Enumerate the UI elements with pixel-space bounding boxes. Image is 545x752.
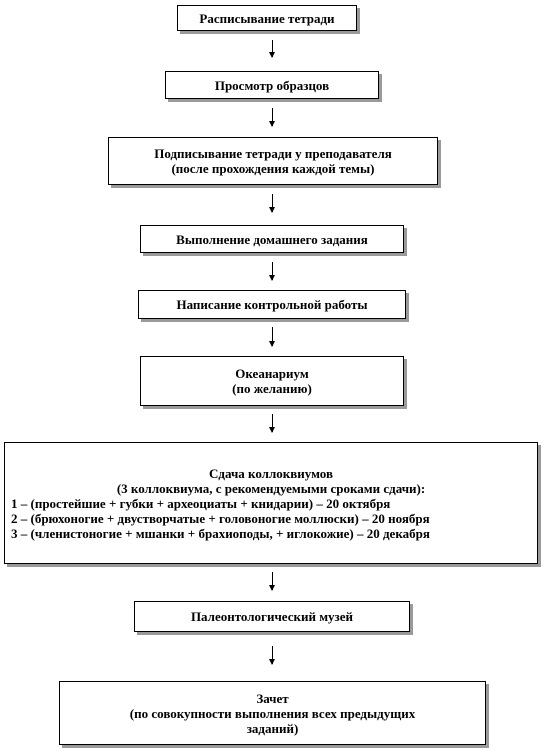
step-label: Расписывание тетради (199, 10, 335, 26)
step-label-note-cont: заданий) (246, 720, 299, 736)
step-box-teacher-signature: Подписывание тетради у преподавателя (по… (108, 137, 438, 185)
step-label-main: Подписывание тетради у преподавателя (154, 146, 392, 161)
step-box-homework: Выполнение домашнего задания (140, 225, 404, 253)
step-box-test-paper: Написание контрольной работы (138, 290, 406, 319)
step-label-note: (по желанию) (232, 381, 312, 396)
step-box-paleontology-museum: Палеонтологический музей (134, 601, 410, 632)
flow-arrow (269, 572, 275, 591)
step-box-credit: Зачет (по совокупности выполнения всех п… (59, 681, 486, 745)
step-label-note: (после прохождения каждой темы) (171, 161, 375, 176)
colloquium-item-1: 1 – (простейшие + губки + археоциаты + к… (11, 495, 391, 511)
step-box-view-samples: Просмотр образцов (165, 71, 379, 99)
flow-arrow (269, 646, 275, 665)
flow-arrow (269, 327, 275, 347)
step-label-main: Океанариум (235, 366, 309, 381)
step-label-note: (по совокупности выполнения всех предыду… (129, 705, 416, 721)
step-label: Палеонтологический музей (190, 609, 354, 624)
step-box-notebook-layout: Расписывание тетради (177, 5, 357, 31)
colloquium-item-2: 2 – (брюхоногие + двустворчатые + голово… (11, 510, 430, 526)
step-label: Просмотр образцов (214, 77, 330, 93)
step-label-main: Зачет (256, 690, 289, 706)
colloquium-subtitle: (3 коллоквиума, с рекомендуемыми сроками… (116, 480, 426, 496)
flow-arrow (269, 262, 275, 281)
step-box-colloquiums: Сдача коллоквиумов (3 коллоквиума, с рек… (4, 442, 538, 564)
flow-arrow (269, 414, 275, 433)
colloquium-item-3: 3 – (членистоногие + мшанки + брахиоподы… (11, 525, 430, 541)
step-box-oceanarium: Океанариум (по желанию) (140, 356, 404, 406)
flow-arrow (269, 194, 275, 213)
flow-arrow (269, 108, 275, 127)
flow-arrow (269, 40, 275, 58)
step-label: Выполнение домашнего задания (176, 231, 368, 247)
step-label: Написание контрольной работы (176, 297, 368, 312)
colloquium-title: Сдача коллоквиумов (209, 465, 333, 481)
